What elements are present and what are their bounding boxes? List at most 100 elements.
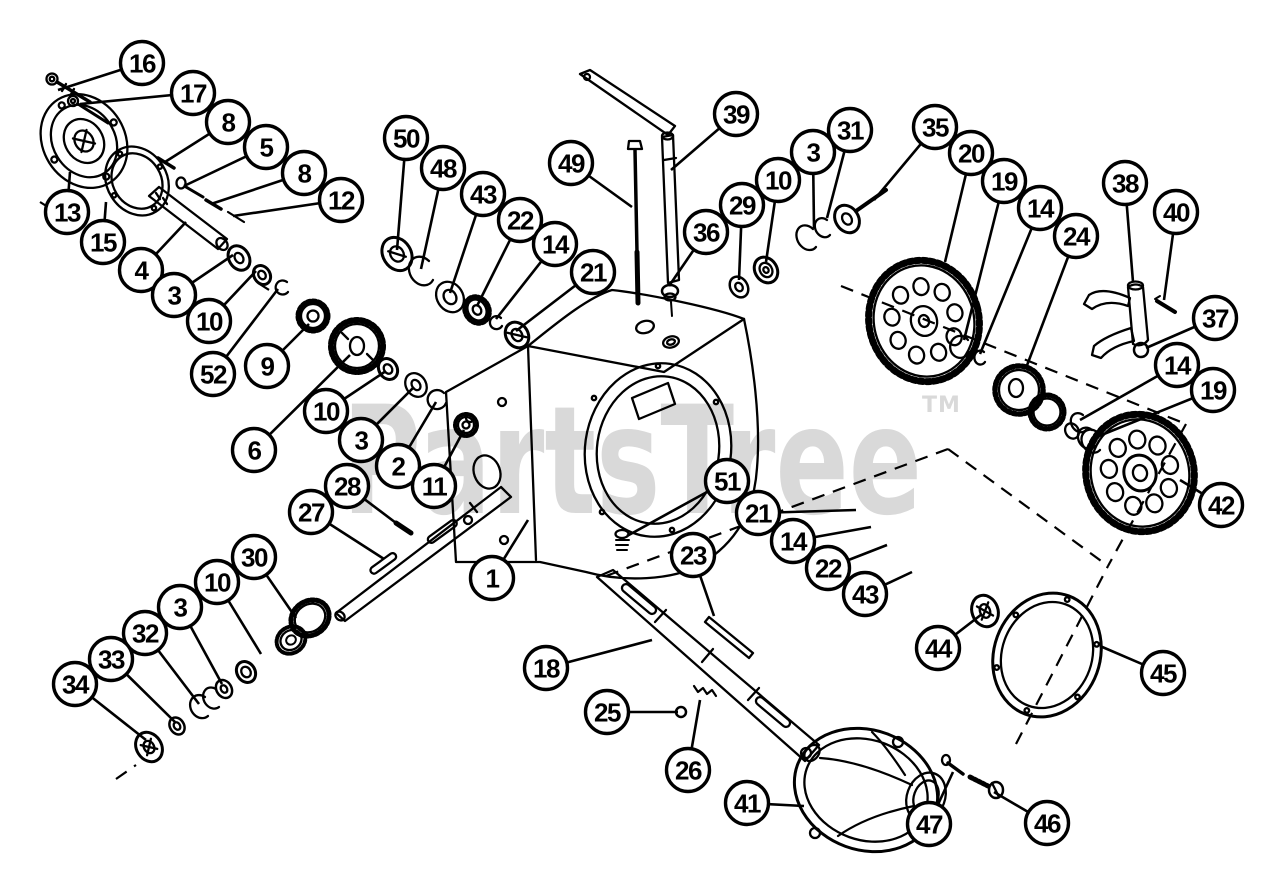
callout-3[interactable]: 3 — [789, 128, 837, 229]
callout-21[interactable]: 21 — [515, 248, 617, 333]
callout-10[interactable]: 10 — [754, 156, 802, 263]
callout-number: 22 — [815, 554, 842, 584]
callout-16[interactable]: 16 — [57, 39, 166, 92]
callout-29[interactable]: 29 — [718, 181, 766, 281]
callout-balloon — [789, 128, 837, 176]
callout-44[interactable]: 44 — [914, 612, 983, 672]
callout-balloon — [1152, 188, 1200, 236]
callout-18[interactable]: 18 — [522, 638, 653, 692]
callout-51[interactable]: 51 — [626, 457, 751, 538]
callout-14[interactable]: 14 — [1079, 341, 1201, 422]
callout-1[interactable]: 1 — [468, 519, 530, 602]
callout-43[interactable]: 43 — [448, 170, 507, 294]
callout-46[interactable]: 46 — [993, 790, 1071, 847]
callout-50[interactable]: 50 — [382, 114, 430, 251]
callout-4[interactable]: 4 — [117, 221, 187, 294]
callout-10[interactable]: 10 — [302, 369, 387, 435]
callout-balloon — [841, 570, 889, 618]
callout-52[interactable]: 52 — [189, 288, 280, 398]
callout-28[interactable]: 28 — [323, 462, 401, 528]
callout-48[interactable]: 48 — [419, 144, 467, 270]
callout-31[interactable]: 31 — [825, 106, 874, 219]
callout-balloon — [1052, 212, 1100, 260]
callout-30[interactable]: 30 — [230, 533, 298, 619]
callout-14[interactable]: 14 — [769, 517, 872, 565]
callout-49[interactable]: 49 — [547, 139, 633, 209]
leader-line — [962, 180, 1006, 341]
callout-21[interactable]: 21 — [734, 489, 857, 537]
callout-34[interactable]: 34 — [51, 660, 147, 742]
leader-line — [978, 207, 1042, 355]
callout-12[interactable]: 12 — [232, 176, 365, 224]
callout-25[interactable]: 25 — [583, 688, 679, 736]
callout-5[interactable]: 5 — [183, 123, 290, 188]
callout-24[interactable]: 24 — [1024, 212, 1100, 369]
callout-number: 8 — [298, 159, 312, 189]
callout-22[interactable]: 22 — [804, 543, 888, 592]
callout-45[interactable]: 45 — [1099, 644, 1187, 697]
callout-33[interactable]: 33 — [87, 635, 176, 723]
callout-number: 28 — [334, 472, 361, 502]
callout-balloon — [317, 176, 365, 224]
callout-10[interactable]: 10 — [185, 270, 257, 345]
callout-42[interactable]: 42 — [1179, 478, 1245, 529]
snap-ring-32b — [201, 686, 221, 710]
callout-balloon — [374, 442, 422, 490]
pin-8a — [156, 156, 176, 170]
callout-3[interactable]: 3 — [337, 386, 415, 464]
callout-number: 25 — [594, 698, 621, 728]
callout-11[interactable]: 11 — [410, 429, 466, 510]
callout-10[interactable]: 10 — [193, 558, 263, 655]
callout-23[interactable]: 23 — [669, 531, 717, 617]
callout-3[interactable]: 3 — [150, 253, 234, 319]
callout-number: 6 — [248, 436, 262, 466]
callout-balloon — [911, 103, 959, 151]
callout-number: 20 — [958, 139, 985, 169]
callout-number: 13 — [54, 198, 81, 228]
callout-6[interactable]: 6 — [230, 354, 351, 474]
callout-15[interactable]: 15 — [79, 201, 127, 266]
callout-number: 23 — [680, 541, 707, 571]
callout-19[interactable]: 19 — [1093, 366, 1237, 440]
callout-35[interactable]: 35 — [873, 103, 959, 201]
callout-number: 19 — [1200, 376, 1227, 406]
callout-36[interactable]: 36 — [667, 208, 730, 287]
callout-balloon — [243, 342, 291, 390]
callout-number: 2 — [392, 452, 406, 482]
callout-14[interactable]: 14 — [978, 184, 1064, 355]
callout-20[interactable]: 20 — [943, 129, 995, 263]
callout-8[interactable]: 8 — [164, 98, 252, 164]
callout-8[interactable]: 8 — [210, 149, 328, 206]
callout-26[interactable]: 26 — [664, 699, 712, 794]
callout-balloon — [569, 248, 617, 296]
callout-number: 33 — [98, 645, 125, 675]
bolt-46 — [967, 774, 1005, 800]
callout-40[interactable]: 40 — [1152, 188, 1200, 301]
callout-43[interactable]: 43 — [841, 570, 913, 618]
callout-17[interactable]: 17 — [79, 69, 217, 117]
callout-22[interactable]: 22 — [475, 196, 544, 307]
callout-38[interactable]: 38 — [1101, 159, 1149, 283]
bearing-10c — [752, 255, 780, 285]
callout-balloon — [947, 129, 995, 177]
callout-41[interactable]: 41 — [723, 779, 805, 827]
callout-47[interactable]: 47 — [905, 771, 955, 848]
callout-number: 5 — [260, 133, 274, 163]
callout-19[interactable]: 19 — [962, 157, 1028, 341]
callout-39[interactable]: 39 — [670, 90, 760, 171]
input-shaft-4 — [147, 185, 229, 252]
callout-9[interactable]: 9 — [243, 323, 310, 390]
callout-balloon — [734, 489, 782, 537]
callout-27[interactable]: 27 — [287, 488, 385, 561]
callout-13[interactable]: 13 — [43, 171, 91, 236]
callout-balloon — [337, 416, 385, 464]
callout-32[interactable]: 32 — [121, 609, 201, 705]
callout-2[interactable]: 2 — [374, 401, 438, 490]
callout-number: 10 — [313, 397, 340, 427]
callout-37[interactable]: 37 — [1145, 294, 1239, 350]
callout-14[interactable]: 14 — [494, 220, 579, 320]
callout-3[interactable]: 3 — [156, 583, 224, 685]
spring-26 — [692, 684, 718, 698]
